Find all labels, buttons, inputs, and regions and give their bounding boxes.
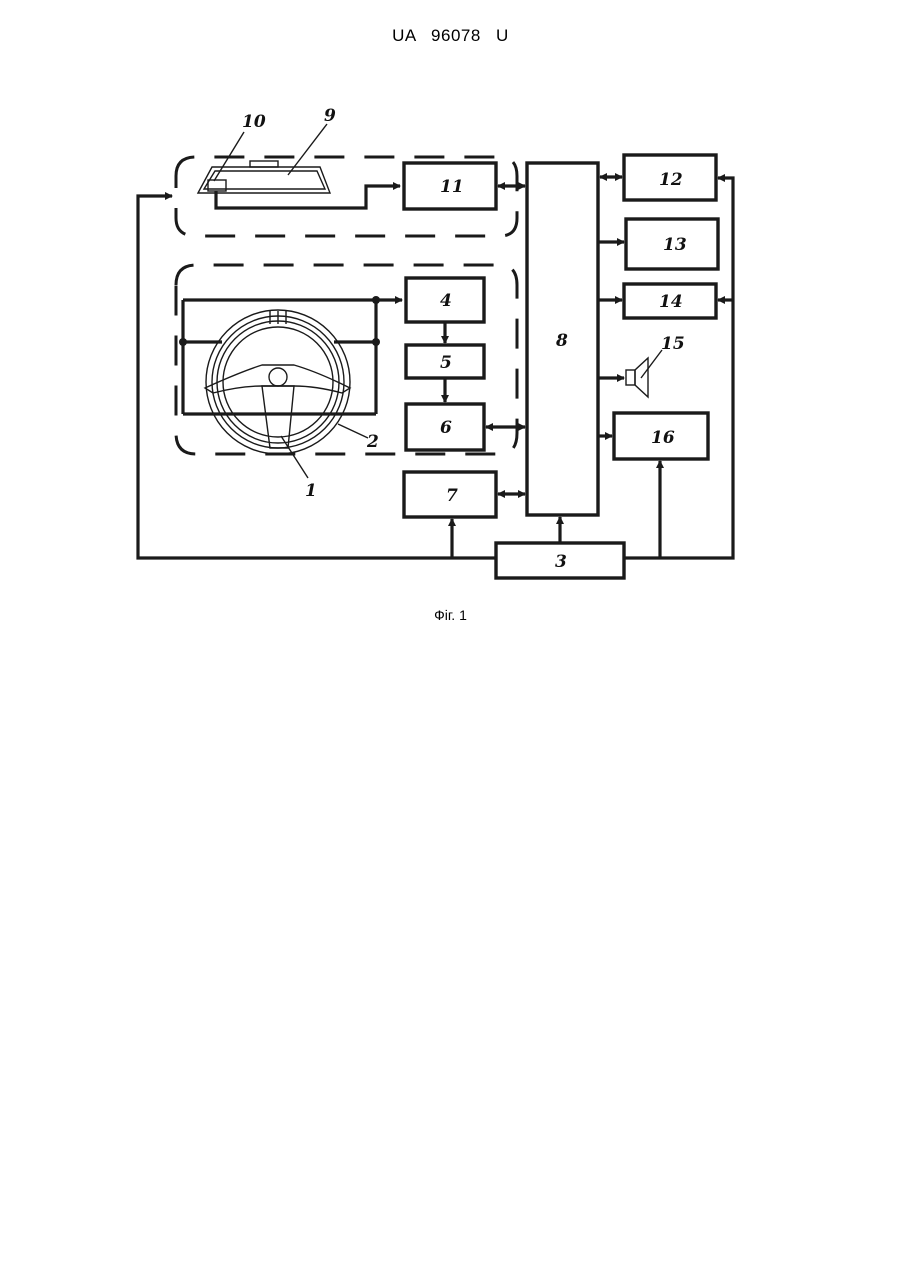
speaker-15	[626, 358, 648, 397]
leader-15	[641, 350, 662, 378]
label-15: 15	[661, 334, 685, 354]
label-9: 9	[324, 106, 336, 126]
label-5: 5	[440, 353, 452, 373]
label-11: 11	[440, 177, 464, 197]
label-14: 14	[659, 292, 683, 312]
windshield-9	[198, 161, 330, 193]
label-7: 7	[446, 486, 458, 506]
label-6: 6	[440, 418, 452, 438]
label-1: 1	[305, 481, 317, 501]
figure-caption: Фіг. 1	[0, 607, 901, 623]
wheel-wiring	[179, 296, 402, 414]
label-12: 12	[659, 170, 683, 190]
label-8: 8	[555, 331, 568, 351]
label-10: 10	[242, 112, 266, 132]
label-2: 2	[366, 432, 379, 452]
label-13: 13	[663, 235, 687, 255]
leader-2	[338, 424, 368, 438]
label-16: 16	[651, 428, 675, 448]
label-4: 4	[440, 291, 452, 311]
steering-wheel-1	[205, 310, 350, 454]
label-3: 3	[555, 552, 567, 572]
